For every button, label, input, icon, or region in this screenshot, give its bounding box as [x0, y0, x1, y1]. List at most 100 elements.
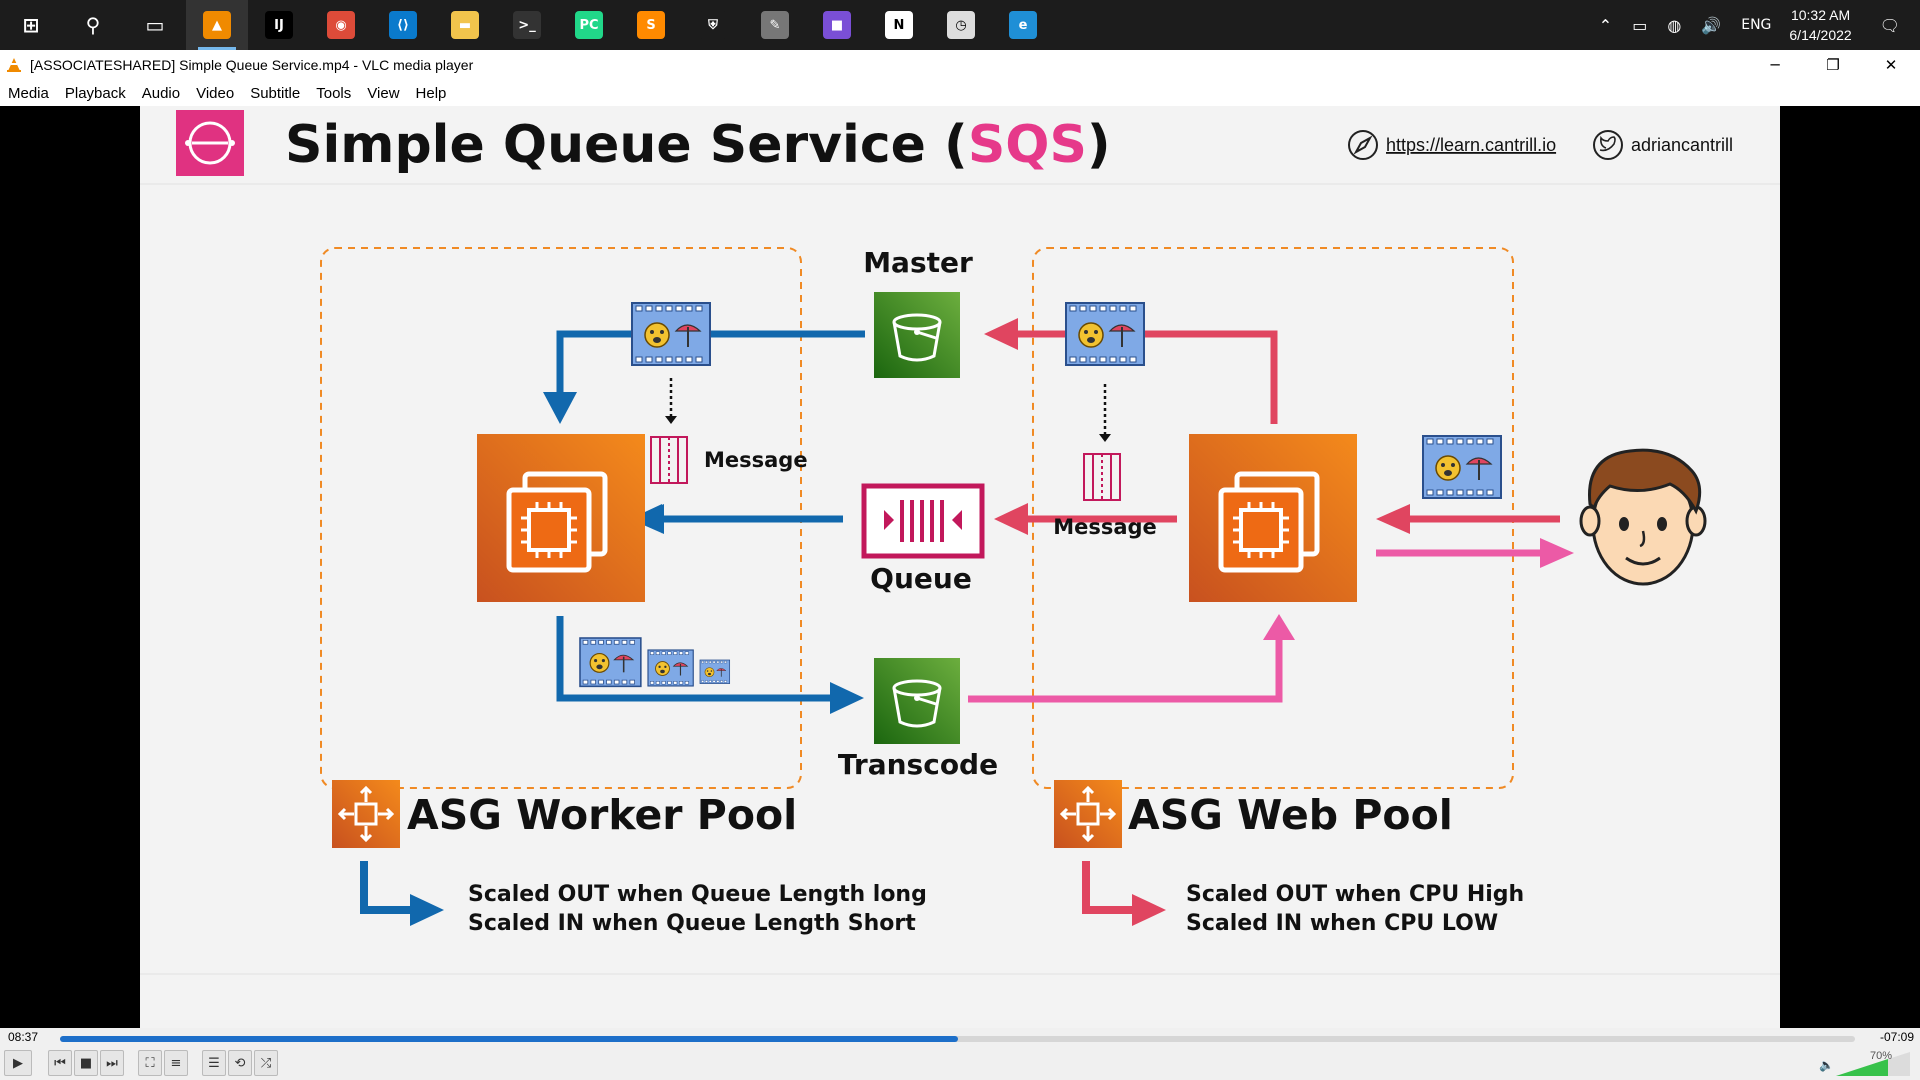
vlc-logo-icon [7, 58, 21, 72]
menu-subtitle[interactable]: Subtitle [250, 84, 301, 102]
edge-taskbar-button[interactable]: e [992, 0, 1054, 50]
notion-taskbar-button[interactable]: N [868, 0, 930, 50]
chrome-taskbar-button[interactable]: ◉ [310, 0, 372, 50]
speaker-icon[interactable]: 🔈 [1819, 1058, 1834, 1072]
clock-time: 10:32 AM [1790, 7, 1851, 23]
compass-icon [1348, 130, 1378, 160]
next-button[interactable]: ⏭ [100, 1050, 124, 1076]
loop-button[interactable]: ⟲ [228, 1050, 252, 1076]
seek-progress [60, 1036, 958, 1042]
minimize-button[interactable]: ─ [1770, 56, 1780, 74]
extended-settings-button[interactable]: ≡ [164, 1050, 188, 1076]
remaining-time: -07:09 [1879, 1030, 1914, 1044]
vscode-taskbar-button[interactable]: ⟨⟩ [372, 0, 434, 50]
stop-button[interactable]: ■ [74, 1050, 98, 1076]
pycharm-taskbar-button[interactable]: PC [558, 0, 620, 50]
network-icon[interactable]: ◍ [1667, 15, 1682, 35]
notes-taskbar-button[interactable]: ✎ [744, 0, 806, 50]
terminal-icon: >_ [513, 11, 541, 39]
twitter-icon [1593, 130, 1623, 160]
video-frame-small-icon [699, 659, 731, 684]
video-area[interactable]: Simple Queue Service (SQS) https://learn… [0, 106, 1920, 1028]
clock-date: 6/14/2022 [1789, 27, 1852, 43]
chrome-icon: ◉ [327, 11, 355, 39]
notifications-icon[interactable]: 🗨 [1879, 15, 1900, 35]
menu-view[interactable]: View [367, 84, 400, 102]
previous-button[interactable]: ⏮ [48, 1050, 72, 1076]
store-taskbar-button[interactable]: ■ [806, 0, 868, 50]
queue-label: Queue [870, 562, 972, 595]
message-label: Message [1053, 515, 1157, 539]
message-icon [1083, 453, 1121, 501]
menu-video[interactable]: Video [196, 84, 235, 102]
play-button[interactable]: ▶ [4, 1050, 32, 1076]
web-scaling-arrow [1082, 861, 1166, 926]
menu-media[interactable]: Media [8, 84, 49, 102]
worker-asg-icon [330, 778, 402, 850]
sublime-taskbar-button[interactable]: S [620, 0, 682, 50]
volume-icon[interactable]: 🔊 [1701, 15, 1722, 35]
menu-audio[interactable]: Audio [141, 84, 181, 102]
pycharm-icon: PC [575, 11, 603, 39]
master-bucket-icon [872, 290, 962, 380]
volume-slider[interactable] [1836, 1052, 1910, 1076]
menu-bar: Media Playback Audio Video Subtitle Tools View… [0, 80, 1920, 106]
menu-playback[interactable]: Playback [64, 84, 126, 102]
search-icon: ⚲ [85, 13, 101, 37]
slide: Simple Queue Service (SQS) https://learn… [140, 106, 1780, 1028]
task-view-taskbar-button[interactable]: ▭ [124, 0, 186, 50]
close-button[interactable]: ✕ [1884, 56, 1898, 74]
vlc-taskbar-button[interactable]: ▲ [186, 0, 248, 50]
video-frame-medium-icon [647, 649, 694, 687]
clock[interactable]: 10:32 AM 6/14/2022 [1789, 5, 1851, 45]
menu-help[interactable]: Help [415, 84, 447, 102]
windows-taskbar: ⊞ ⚲ ▭ ▲ IJ ◉ ⟨⟩ ▬ >_ PC S ⛨✎ ■ N ◷ e ⌃ ▭ ◍ 🔊 ENG 10:32 AM 6/14… [0, 0, 1920, 50]
user-avatar-icon [1579, 448, 1707, 586]
worker-pool-title: ASG Worker Pool [407, 791, 797, 839]
file-explorer-taskbar-button[interactable]: ▬ [434, 0, 496, 50]
master-label: Master [863, 246, 973, 279]
shuffle-button[interactable]: ⤮ [254, 1050, 278, 1076]
web-pool-title: ASG Web Pool [1128, 791, 1453, 839]
file-explorer-icon: ▬ [451, 11, 479, 39]
worker-scaling-arrow [360, 861, 444, 926]
playlist-button[interactable]: ☰ [202, 1050, 226, 1076]
security-taskbar-button[interactable]: ⛨ [682, 0, 744, 50]
restore-button[interactable]: ❐ [1826, 56, 1840, 74]
course-link[interactable]: https://learn.cantrill.io [1386, 135, 1556, 155]
transcode-bucket-icon [872, 656, 962, 746]
language-indicator[interactable]: ENG [1741, 17, 1772, 33]
video-frame-icon [1065, 302, 1145, 366]
transcode-to-web-arrow [968, 614, 1295, 703]
search-taskbar-button[interactable]: ⚲ [62, 0, 124, 50]
video-frame-icon [1422, 435, 1502, 499]
worker-ec2-icon [477, 434, 645, 602]
user-upload-arrow [1376, 504, 1560, 534]
seek-bar[interactable] [60, 1036, 1855, 1042]
task-view-icon: ▭ [145, 13, 165, 37]
web-ec2-icon [1189, 434, 1357, 602]
store-icon: ■ [823, 11, 851, 39]
vscode-icon: ⟨⟩ [389, 11, 417, 39]
battery-icon[interactable]: ▭ [1632, 15, 1648, 35]
clock-app-icon: ◷ [947, 11, 975, 39]
web-scale-in-note: Scaled IN when CPU LOW [1186, 911, 1498, 936]
menu-tools[interactable]: Tools [316, 84, 352, 102]
intellij-taskbar-button[interactable]: IJ [248, 0, 310, 50]
message-icon [650, 436, 688, 484]
clock-app-taskbar-button[interactable]: ◷ [930, 0, 992, 50]
web-scale-out-note: Scaled OUT when CPU High [1186, 882, 1524, 907]
terminal-taskbar-button[interactable]: >_ [496, 0, 558, 50]
transcode-label: Transcode [838, 748, 998, 781]
web-to-queue-arrow [994, 503, 1177, 535]
slide-title: Simple Queue Service (SQS) [285, 115, 1111, 175]
web-asg-icon [1052, 778, 1124, 850]
fullscreen-button[interactable]: ⛶ [138, 1050, 162, 1076]
intellij-icon: IJ [265, 11, 293, 39]
edge-icon: e [1009, 11, 1037, 39]
chevron-up-icon[interactable]: ⌃ [1598, 15, 1613, 35]
elapsed-time: 08:37 [8, 1030, 39, 1044]
sublime-icon: S [637, 11, 665, 39]
start-taskbar-button[interactable]: ⊞ [0, 0, 62, 50]
worker-scale-out-note: Scaled OUT when Queue Length long [468, 882, 927, 907]
